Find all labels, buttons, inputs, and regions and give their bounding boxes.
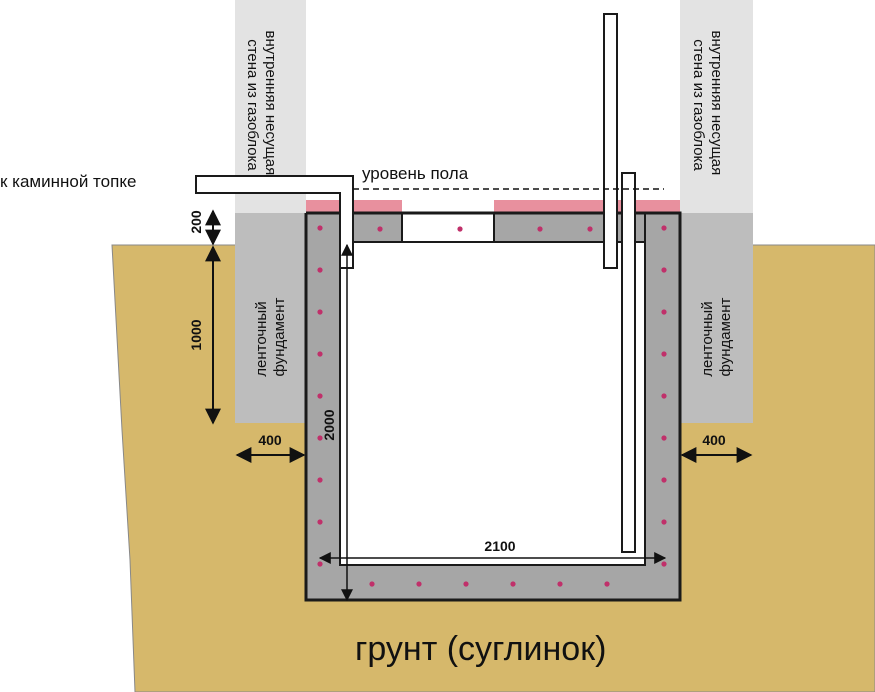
pit-outline bbox=[304, 211, 682, 602]
rebar-dot bbox=[661, 225, 667, 231]
rebar-dot bbox=[317, 435, 323, 441]
rebar-dot bbox=[317, 351, 323, 357]
vent-pipe-long bbox=[621, 172, 636, 553]
svg-text:внутренняя несущая стена и: внутренняя несущая стена из газоблока bbox=[690, 31, 725, 180]
rebar-dot bbox=[587, 226, 593, 232]
rebar-dot bbox=[661, 309, 667, 315]
rebar-dot bbox=[510, 581, 516, 587]
rebar-dot bbox=[457, 226, 463, 232]
foundation-left-label-1: ленточный bbox=[253, 301, 270, 376]
rebar-dot bbox=[369, 581, 375, 587]
svg-text:внутренняя несущая стена и: внутренняя несущая стена из газоблока bbox=[244, 31, 279, 180]
pit-bottom-slab bbox=[306, 565, 680, 600]
rebar-dot bbox=[537, 226, 543, 232]
ground-label: грунт (суглинок) bbox=[355, 630, 606, 668]
rebar-dot bbox=[557, 581, 563, 587]
dim-right-label: 400 bbox=[702, 432, 726, 448]
dim-width-label: 2100 bbox=[484, 538, 515, 554]
wall-left-label-2: стена из газоблока bbox=[244, 39, 261, 171]
pit-interior bbox=[340, 242, 645, 565]
rebar-dot bbox=[317, 267, 323, 273]
rebar-dot bbox=[661, 351, 667, 357]
wall-right-label-1: внутренняя несущая bbox=[708, 31, 725, 176]
pit-right-wall bbox=[645, 213, 680, 600]
rebar-dot bbox=[661, 477, 667, 483]
rebar-dots bbox=[317, 225, 667, 587]
rebar-dot bbox=[416, 581, 422, 587]
rebar-dot bbox=[317, 309, 323, 315]
dim-left-label: 400 bbox=[258, 432, 282, 448]
wall-right-label-2: стена из газоблока bbox=[690, 39, 707, 171]
rebar-dot bbox=[377, 226, 383, 232]
foundation-right-label-1: ленточный bbox=[699, 301, 716, 376]
vent-pipe-tall bbox=[603, 13, 618, 269]
rebar-dot bbox=[661, 519, 667, 525]
svg-text:ленточный фундамент: ленточный фундамент bbox=[253, 297, 288, 377]
wall-right bbox=[680, 0, 753, 213]
rebar-dot bbox=[661, 561, 667, 567]
foundation-left bbox=[235, 213, 306, 423]
pit-left-wall bbox=[306, 213, 340, 600]
rebar-dot bbox=[317, 393, 323, 399]
foundation-right bbox=[680, 213, 753, 423]
dim-pit-depth-label: 2000 bbox=[321, 409, 337, 440]
hatch-opening bbox=[401, 212, 495, 243]
foundation-left-label-2: фундамент bbox=[271, 297, 288, 376]
rebar-dot bbox=[661, 393, 667, 399]
fireplace-pipe bbox=[195, 175, 354, 269]
rebar-dot bbox=[463, 581, 469, 587]
dim-foundation-label: 1000 bbox=[188, 319, 204, 350]
dim-slab-label: 200 bbox=[188, 210, 204, 234]
rebar-dot bbox=[317, 519, 323, 525]
svg-text:ленточный фундамент: ленточный фундамент bbox=[699, 297, 734, 377]
rebar-dot bbox=[661, 267, 667, 273]
rebar-dot bbox=[604, 581, 610, 587]
pit-inner-outline bbox=[339, 242, 646, 566]
foundation-right-label-2: фундамент bbox=[717, 297, 734, 376]
rebar-dot bbox=[317, 477, 323, 483]
rebar-dot bbox=[661, 435, 667, 441]
wall-left-label-1: внутренняя несущая bbox=[262, 31, 279, 176]
rebar-dot bbox=[317, 225, 323, 231]
floor-level-label: уровень пола bbox=[362, 164, 469, 183]
fireplace-label: к каминной топке bbox=[0, 172, 136, 191]
rebar-dot bbox=[317, 561, 323, 567]
screed-right bbox=[494, 200, 680, 213]
